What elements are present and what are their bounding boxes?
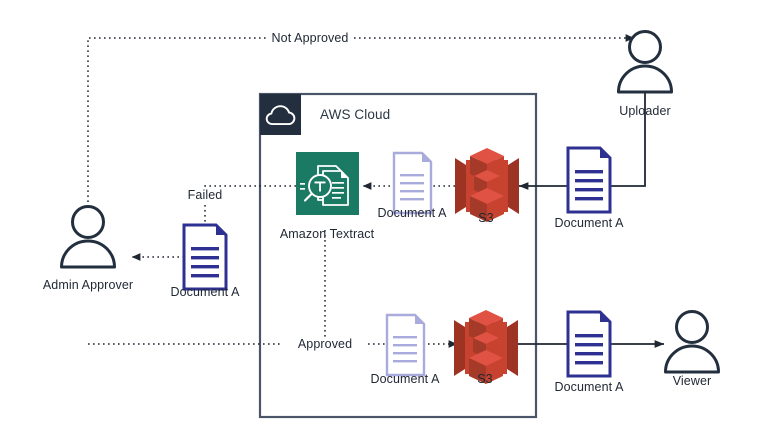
- edge-approved: [88, 230, 458, 348]
- document-label-upload: Document A: [554, 216, 624, 230]
- document-icon-blue-failed[interactable]: [182, 223, 228, 291]
- s3-label-bottom: S3: [477, 372, 493, 386]
- uploader-label: Uploader: [619, 104, 671, 118]
- document-icon-blue-upload[interactable]: [566, 146, 612, 214]
- edge-upload: [518, 92, 646, 190]
- s3-bucket-icon-bottom[interactable]: [454, 310, 518, 384]
- edge-label-approved: Approved: [294, 337, 356, 351]
- viewer-actor[interactable]: [664, 310, 720, 374]
- edge-failed: [131, 185, 296, 261]
- uploader-actor[interactable]: [617, 30, 673, 94]
- s3-bucket-icon-top[interactable]: [455, 148, 519, 222]
- aws-cloud-label: AWS Cloud: [320, 107, 391, 122]
- document-label-viewer: Document A: [554, 380, 624, 394]
- document-label-top-light: Document A: [377, 206, 447, 220]
- s3-label-top: S3: [478, 211, 494, 225]
- document-icon-light-approved[interactable]: [385, 313, 426, 377]
- aws-cloud-icon: [265, 105, 296, 126]
- edge-label-not-approved: Not Approved: [268, 31, 352, 45]
- document-label-failed: Document A: [170, 285, 240, 299]
- edge-label-failed: Failed: [184, 188, 226, 202]
- amazon-textract-label: Amazon Textract: [279, 227, 375, 241]
- document-label-approved: Document A: [370, 372, 440, 386]
- admin-approver-actor[interactable]: [60, 205, 116, 269]
- admin-approver-label: Admin Approver: [42, 278, 134, 292]
- viewer-label: Viewer: [672, 374, 712, 388]
- textract-icon[interactable]: [296, 152, 359, 215]
- document-icon-light-top[interactable]: [392, 151, 433, 215]
- document-icon-blue-viewer[interactable]: [566, 310, 612, 378]
